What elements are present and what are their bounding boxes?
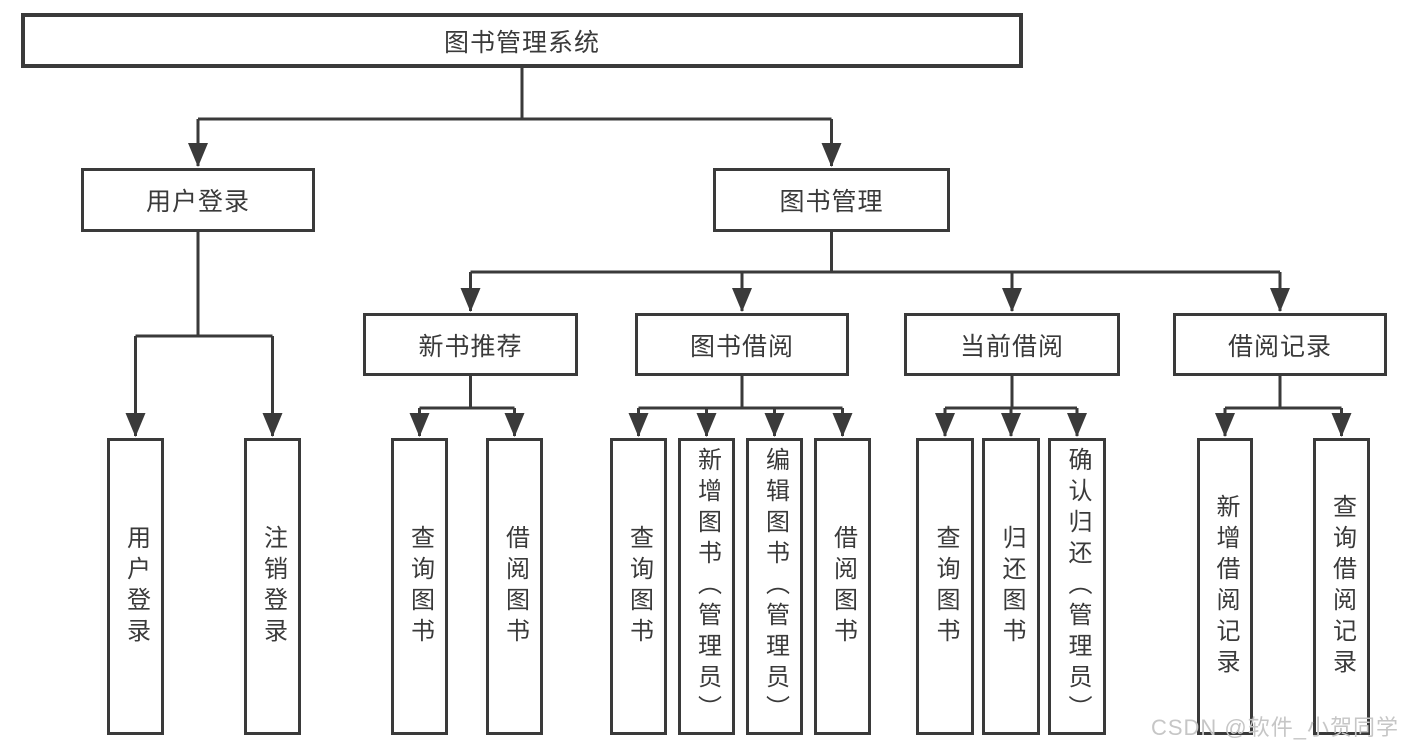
connector-user-login-to-leaves — [125, 232, 283, 437]
node-new-book-recommendation: 新书推荐 — [363, 313, 578, 376]
connector-new-book-rec-to-leaves — [409, 376, 525, 437]
node-book-management-label: 图书管理 — [779, 188, 884, 216]
leaf-query-book-1-label: 查询图书 — [406, 524, 434, 649]
leaf-query-book-3-label: 查询图书 — [932, 524, 959, 649]
connector-current-borrow-to-leaves — [935, 376, 1087, 437]
leaf-query-borrow-record: 查询借阅记录 — [1313, 438, 1370, 735]
leaf-add-borrow-record-label: 新增借阅记录 — [1212, 493, 1239, 680]
leaf-confirm-return-admin-label: 确认归还（管理员） — [1064, 447, 1091, 726]
node-borrowing-records: 借阅记录 — [1173, 313, 1387, 376]
node-book-management: 图书管理 — [713, 168, 950, 232]
leaf-edit-book-admin-label: 编辑图书（管理员） — [761, 447, 789, 726]
connector-root-to-level2 — [188, 68, 842, 167]
leaf-add-book-admin: 新增图书（管理员） — [678, 438, 735, 735]
connector-borrow-records-to-leaves — [1215, 376, 1352, 437]
leaf-logout: 注销登录 — [244, 438, 301, 735]
connector-book-mgmt-to-level3 — [460, 232, 1290, 312]
leaf-return-book-label: 归还图书 — [998, 524, 1025, 649]
leaf-edit-book-admin: 编辑图书（管理员） — [746, 438, 803, 735]
leaf-add-book-admin-label: 新增图书（管理员） — [693, 447, 721, 726]
leaf-user-login-label: 用户登录 — [122, 524, 150, 649]
node-user-login-branch: 用户登录 — [81, 168, 315, 232]
node-current-borrowing-label: 当前借阅 — [959, 332, 1064, 361]
connector-book-borrow-to-leaves — [628, 376, 853, 437]
node-borrowing-records-label: 借阅记录 — [1227, 332, 1332, 361]
leaf-logout-label: 注销登录 — [259, 524, 287, 649]
node-book-borrowing-label: 图书借阅 — [689, 332, 794, 361]
leaf-borrow-book-under-borrowing: 借阅图书 — [814, 438, 871, 735]
node-root-system: 图书管理系统 — [21, 13, 1023, 68]
node-root-system-label: 图书管理系统 — [443, 28, 600, 57]
leaf-user-login: 用户登录 — [107, 438, 164, 735]
leaf-query-book-under-borrowing: 查询图书 — [610, 438, 667, 735]
leaf-borrow-book-2-label: 借阅图书 — [829, 524, 857, 649]
csdn-watermark: CSDN @软件_小贺同学 — [1150, 715, 1399, 740]
leaf-confirm-return-admin: 确认归还（管理员） — [1048, 438, 1106, 735]
leaf-borrow-book-under-recommendation: 借阅图书 — [486, 438, 543, 735]
leaf-add-borrow-record: 新增借阅记录 — [1197, 438, 1253, 735]
node-book-borrowing: 图书借阅 — [635, 313, 849, 376]
node-new-book-recommendation-label: 新书推荐 — [418, 332, 523, 361]
node-user-login-branch-label: 用户登录 — [145, 188, 250, 216]
leaf-query-borrow-record-label: 查询借阅记录 — [1328, 493, 1356, 680]
leaf-query-book-under-recommendation: 查询图书 — [391, 438, 448, 735]
leaf-borrow-book-1-label: 借阅图书 — [501, 524, 529, 649]
leaf-query-book-2-label: 查询图书 — [625, 524, 653, 649]
leaf-return-book: 归还图书 — [982, 438, 1040, 735]
node-current-borrowing: 当前借阅 — [904, 313, 1120, 376]
leaf-query-book-under-current: 查询图书 — [916, 438, 974, 735]
